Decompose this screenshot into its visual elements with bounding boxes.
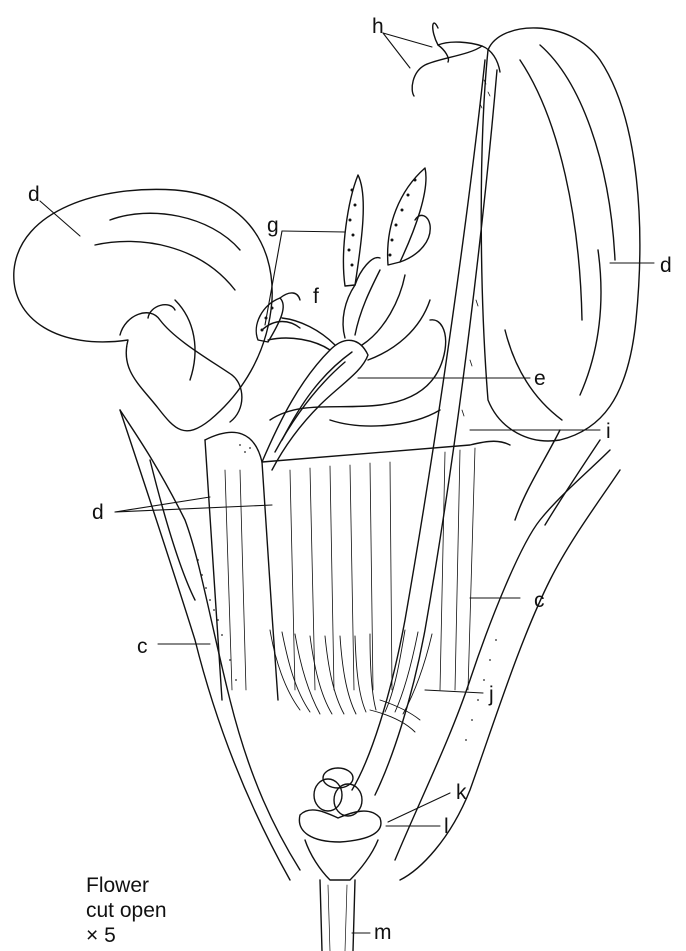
label-i: i	[606, 421, 611, 442]
label-e: e	[534, 368, 546, 389]
label-c-left: c	[137, 636, 148, 657]
caption-line-2: cut open	[86, 898, 167, 923]
label-l: l	[444, 816, 449, 837]
label-h: h	[372, 16, 384, 37]
corolla-tube	[205, 432, 510, 462]
left-petal	[14, 189, 272, 430]
label-d-middle: d	[92, 502, 104, 523]
label-d-right: d	[660, 255, 672, 276]
label-f: f	[313, 286, 319, 307]
pedicel	[320, 880, 322, 951]
figure-caption: Flower cut open × 5	[86, 873, 167, 949]
disc	[299, 810, 381, 842]
label-k: k	[456, 782, 467, 803]
label-c-right: c	[534, 590, 545, 611]
stamen-bundle	[262, 340, 368, 470]
label-d-top-left: d	[28, 184, 40, 205]
caption-line-1: Flower	[86, 873, 167, 898]
right-petal	[481, 28, 640, 441]
caption-line-3: × 5	[86, 923, 167, 948]
label-g: g	[267, 215, 279, 236]
label-j: j	[489, 684, 494, 705]
calyx-right	[395, 450, 610, 860]
anther-mid	[343, 175, 363, 286]
label-m: m	[374, 922, 392, 943]
